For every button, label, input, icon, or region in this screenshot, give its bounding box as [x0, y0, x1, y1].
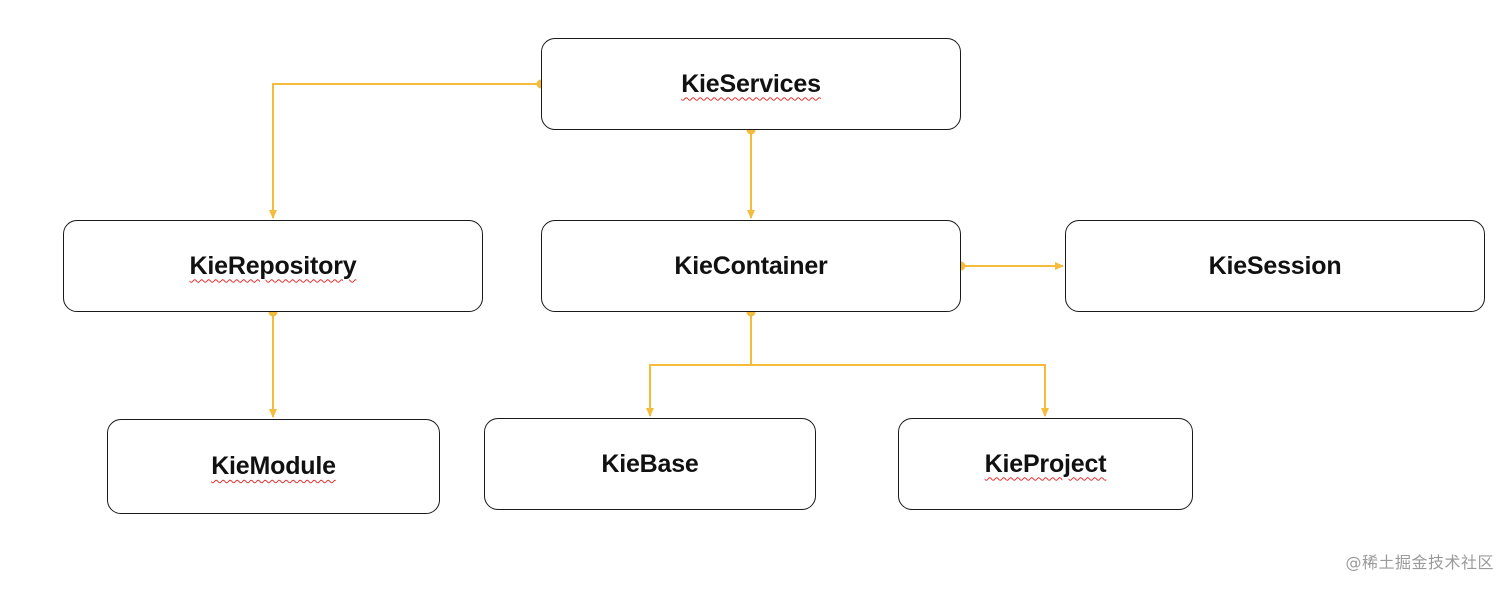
node-kierepository: KieRepository — [63, 220, 483, 312]
node-label-kiecontainer: KieContainer — [674, 251, 828, 280]
node-kieservices: KieServices — [541, 38, 961, 130]
edge-kieservices-to-kierepository — [269, 83, 541, 219]
node-label-kieproject: KieProject — [984, 449, 1107, 478]
node-label-kiesession: KieSession — [1208, 251, 1342, 280]
node-label-kiebase: KieBase — [601, 449, 699, 478]
node-kieproject: KieProject — [898, 418, 1193, 510]
edge-kiecontainer-to-kiebase — [646, 312, 752, 417]
node-label-kiemodule: KieModule — [211, 452, 336, 480]
node-kiecontainer: KieContainer — [541, 220, 961, 312]
node-label-kieservices: KieServices — [681, 69, 821, 98]
node-kiebase: KieBase — [484, 418, 816, 510]
edge-kiecontainer-to-kieproject — [751, 364, 1049, 417]
node-kiesession: KieSession — [1065, 220, 1485, 312]
node-kiemodule: KieModule — [107, 419, 440, 514]
watermark-text: @稀土掘金技术社区 — [1345, 553, 1494, 572]
node-label-kierepository: KieRepository — [189, 251, 357, 280]
